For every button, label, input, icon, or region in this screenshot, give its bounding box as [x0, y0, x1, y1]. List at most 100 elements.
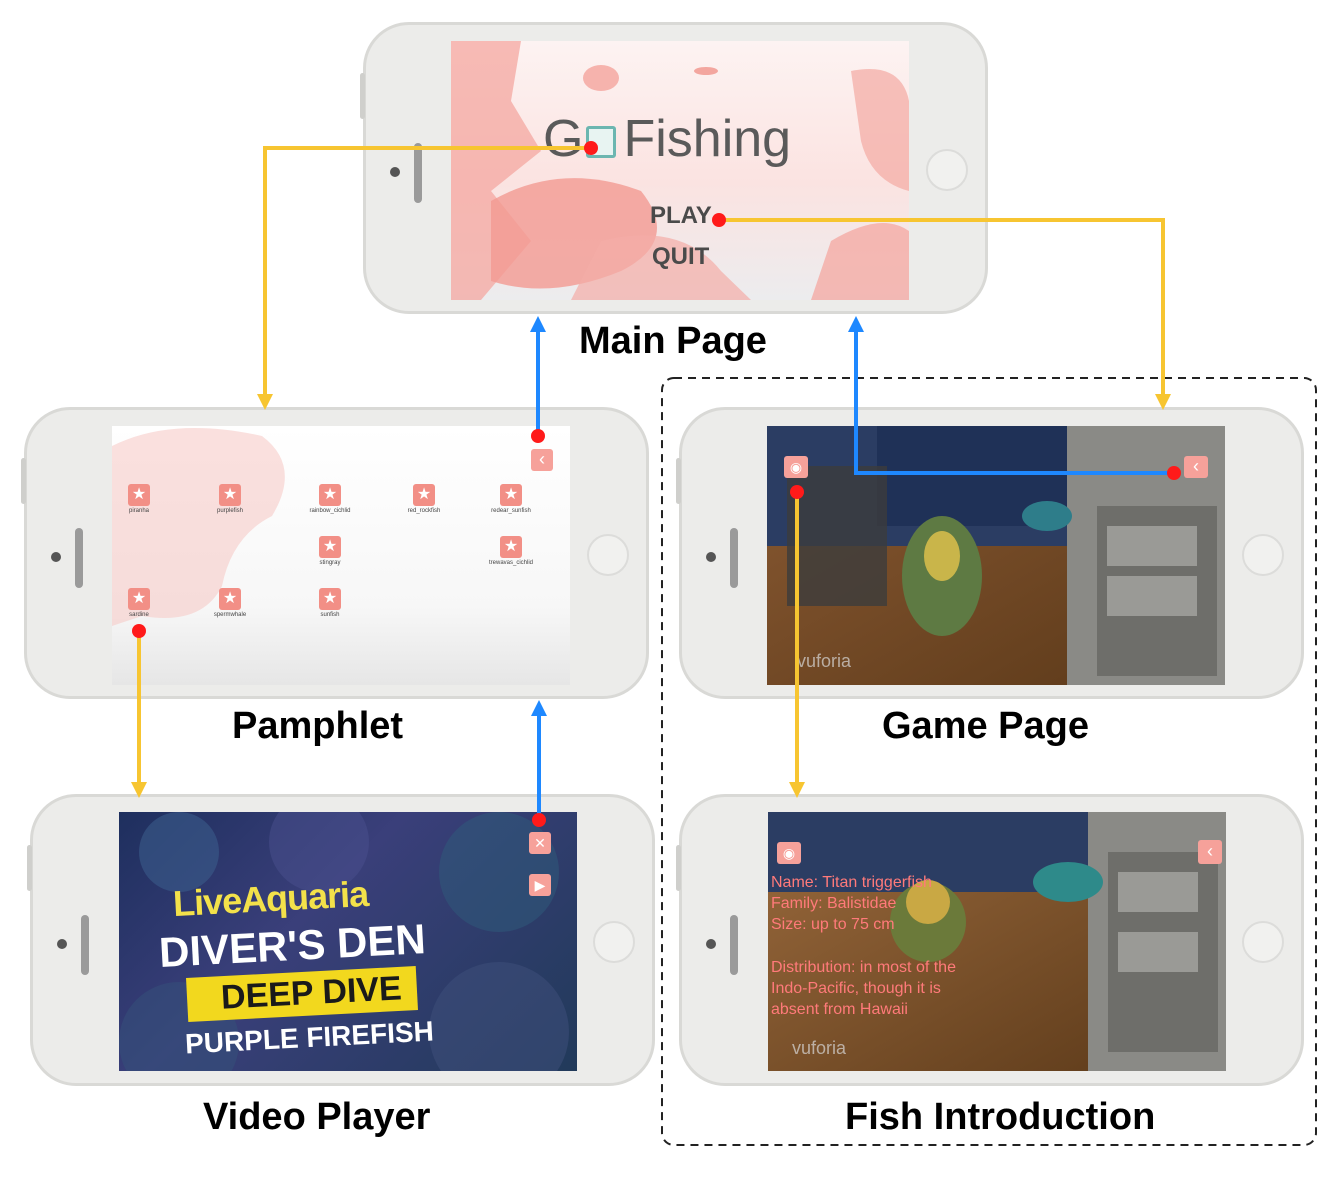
pamphlet-fish-label: sunfish — [320, 612, 340, 618]
home-button[interactable] — [926, 149, 968, 191]
phone-side-button — [360, 73, 365, 119]
phone-side-button — [676, 458, 681, 504]
main-page-screen: G Fishing PLAY QUIT — [451, 41, 909, 300]
star-icon — [319, 588, 341, 610]
pamphlet-fish-item[interactable]: sardine — [112, 588, 174, 618]
video-player-screen: LiveAquaria DIVER'S DEN DEEP DIVE PURPLE… — [119, 812, 577, 1071]
home-button[interactable] — [1242, 921, 1284, 963]
video-play-button[interactable]: ▶ — [529, 874, 551, 896]
app-title-suffix: Fishing — [623, 110, 792, 168]
arrow-play-to-game — [719, 218, 1165, 405]
pamphlet-fish-label: stingray — [319, 560, 341, 566]
star-icon — [500, 536, 522, 558]
caption-fish-introduction: Fish Introduction — [845, 1096, 1156, 1138]
fish-name: Name: Titan triggerfish — [771, 874, 932, 891]
phone-side-button — [21, 458, 26, 504]
fish-info-button[interactable]: ◉ — [777, 842, 801, 864]
pamphlet-fish-item[interactable]: spermwhale — [195, 588, 265, 618]
pamphlet-fish-label: spermwhale — [213, 612, 247, 618]
pamphlet-fish-label: redear_sunfish — [491, 508, 531, 514]
fish-distribution-line2: Indo-Pacific, though it is — [771, 980, 941, 997]
game-back-button[interactable]: ‹ — [1184, 456, 1208, 478]
arrowhead-fishintro — [789, 782, 805, 798]
pamphlet-fish-label: purplefish — [216, 508, 243, 514]
arrowhead-pamphlet — [257, 394, 273, 410]
game-page-phone: ◉ ‹ vuforia — [676, 407, 1304, 699]
phone-camera — [390, 167, 400, 177]
app-title-prefix: G — [543, 110, 584, 168]
tap-dot-play — [712, 213, 726, 227]
play-button[interactable]: PLAY — [650, 202, 712, 229]
star-icon — [128, 484, 150, 506]
caption-video-player: Video Player — [203, 1096, 431, 1138]
pamphlet-background — [112, 428, 285, 626]
tap-dot-pamphlet-icon — [584, 141, 598, 155]
caption-pamphlet: Pamphlet — [232, 705, 404, 747]
tap-dot-fish-info — [790, 485, 804, 499]
vuforia-watermark: vuforia — [797, 651, 852, 671]
main-page-phone: G Fishing PLAY QUIT — [360, 22, 988, 314]
pamphlet-fish-item[interactable]: redear_sunfish — [476, 484, 546, 514]
phone-side-button — [676, 845, 681, 891]
phone-camera — [57, 939, 67, 949]
pamphlet-fish-label: piranha — [128, 508, 149, 514]
phone-camera — [706, 552, 716, 562]
phone-speaker — [730, 915, 738, 975]
star-icon — [219, 588, 241, 610]
tap-dot-video-close — [532, 813, 546, 827]
fish-intro-back-button[interactable]: ‹ — [1198, 840, 1222, 864]
arrowhead-game — [1155, 394, 1171, 410]
pamphlet-fish-item[interactable]: piranha — [112, 484, 174, 514]
caption-game-page: Game Page — [882, 705, 1089, 747]
reef-background — [119, 812, 569, 1071]
pamphlet-fish-label: rainbow_cichlid — [309, 508, 351, 514]
fish-intro-screen: ◉ ‹ Name: Titan triggerfish Family: Bali… — [768, 812, 1226, 1071]
video-player-phone: LiveAquaria DIVER'S DEN DEEP DIVE PURPLE… — [27, 794, 655, 1086]
star-icon — [413, 484, 435, 506]
star-icon — [128, 588, 150, 610]
phone-speaker — [414, 143, 422, 203]
fish-intro-phone: ◉ ‹ Name: Titan triggerfish Family: Bali… — [676, 794, 1304, 1086]
pamphlet-fish-item[interactable]: rainbow_cichlid — [295, 484, 365, 514]
camera-feed — [767, 426, 1225, 685]
arrowhead-back-main-2 — [848, 316, 864, 332]
tap-dot-sardine — [132, 624, 146, 638]
video-close-button[interactable]: ✕ — [529, 832, 551, 854]
arrowhead-back-main-1 — [530, 316, 546, 332]
pamphlet-fish-item[interactable]: trewavas_cichlid — [476, 536, 546, 566]
pamphlet-fish-item[interactable]: purplefish — [195, 484, 265, 514]
arrowhead-video — [131, 782, 147, 798]
fish-family: Family: Balistidae — [771, 895, 897, 912]
game-page-screen: ◉ ‹ vuforia — [767, 426, 1225, 685]
home-button[interactable] — [1242, 534, 1284, 576]
arrowhead-back-pamphlet — [531, 700, 547, 716]
coral-background — [451, 41, 909, 300]
pamphlet-fish-label: trewavas_cichlid — [488, 560, 534, 566]
phone-side-button — [27, 845, 32, 891]
quit-button[interactable]: QUIT — [652, 243, 710, 270]
star-icon — [500, 484, 522, 506]
vuforia-watermark: vuforia — [792, 1038, 847, 1058]
pamphlet-fish-item[interactable]: red_rockfish — [389, 484, 459, 514]
game-region-dashed-box — [661, 377, 1317, 1146]
star-icon — [319, 536, 341, 558]
camera-feed — [768, 812, 1226, 1071]
home-button[interactable] — [587, 534, 629, 576]
home-button[interactable] — [593, 921, 635, 963]
pamphlet-screen: piranha purplefish rainbow_cichlid red_rock… — [112, 426, 570, 685]
phone-speaker — [81, 915, 89, 975]
fish-info-button[interactable]: ◉ — [784, 456, 808, 478]
tap-dot-pamphlet-back — [531, 429, 545, 443]
pamphlet-fish-item[interactable]: sunfish — [295, 588, 365, 618]
pamphlet-fish-label: red_rockfish — [407, 508, 441, 514]
caption-main-page: Main Page — [579, 320, 767, 362]
pamphlet-fish-item[interactable]: stingray — [295, 536, 365, 566]
pamphlet-back-button[interactable]: ‹ — [531, 449, 553, 471]
fish-distribution-line1: Distribution: in most of the — [771, 959, 956, 976]
star-icon — [219, 484, 241, 506]
pamphlet-fish-label: sardine — [129, 612, 149, 618]
tap-dot-game-back — [1167, 466, 1181, 480]
phone-camera — [51, 552, 61, 562]
star-icon — [319, 484, 341, 506]
